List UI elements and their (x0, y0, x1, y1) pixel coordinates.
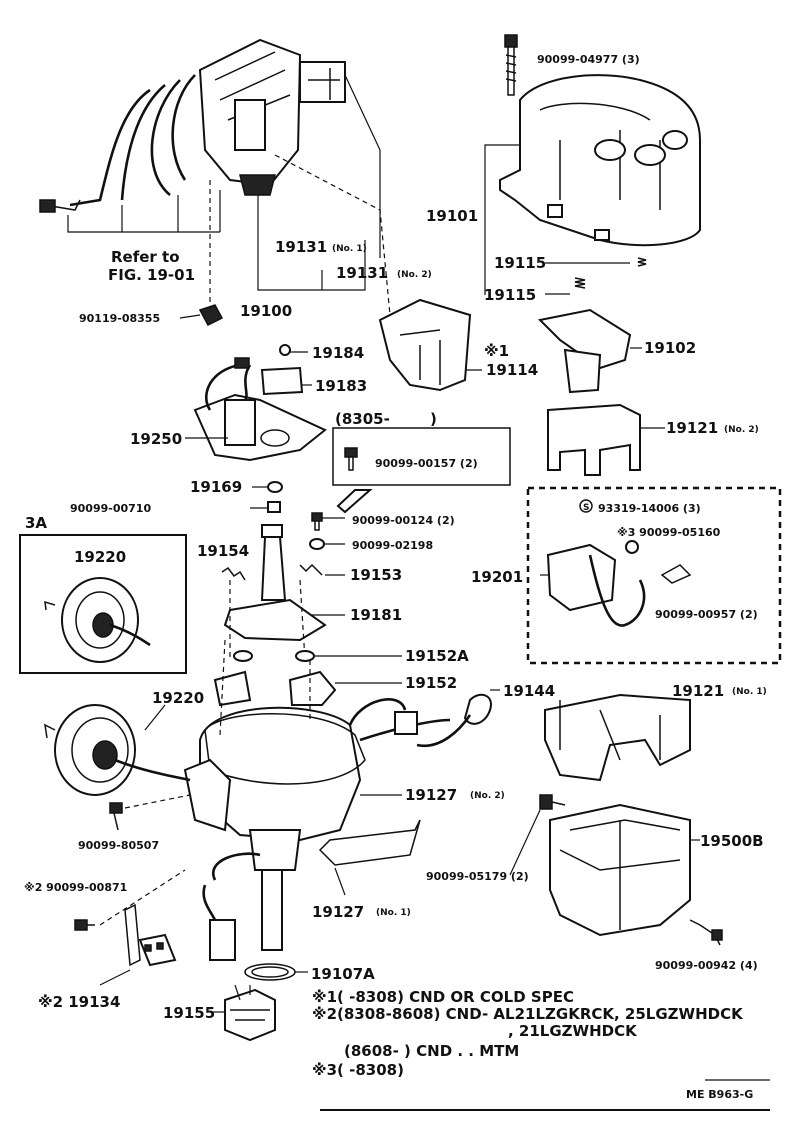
note-19131-no2: (No. 2) (397, 270, 432, 280)
plug-part-drawing (179, 304, 224, 326)
coupling-drawing (209, 919, 308, 1042)
label-19169: 19169 (190, 478, 242, 496)
vacuum-advance-inset-drawing (44, 577, 151, 663)
label-19220-inset: 19220 (74, 548, 126, 566)
bracket-box (332, 427, 511, 486)
governor-shaft-drawing (221, 524, 345, 661)
label-19201: 19201 (471, 568, 523, 586)
label-93319-14006: 93319-14006 (3) (598, 502, 701, 515)
screw-90099-00157-drawing (344, 447, 358, 471)
label-19144: 19144 (503, 682, 555, 700)
label-19101: 19101 (426, 207, 478, 225)
connector-19134-drawing (74, 869, 186, 986)
label-19115-b: 19115 (484, 286, 536, 304)
igniter-19201-drawing: S (540, 499, 692, 627)
label-19121-no1: 19121 (672, 682, 724, 700)
label-19127-no2: 19127 (405, 786, 457, 804)
rotor-drawing (537, 308, 642, 394)
label-bracket-8305: (8305- (335, 410, 390, 428)
parts-19169-00710-drawing (250, 481, 283, 513)
note-line-4: ※3( -8308) (312, 1061, 404, 1079)
vacuum-advance-drawing (44, 704, 191, 796)
label-90099-00871: ※2 90099-00871 (24, 881, 127, 894)
label-19134: ※2 19134 (38, 993, 120, 1011)
pickup-19250-drawing (185, 357, 327, 462)
housing-drawing (183, 639, 500, 951)
label-19115-a: 19115 (494, 254, 546, 272)
label-90099-00942: 90099-00942 (4) (655, 959, 758, 972)
label-19131-no1: 19131 (275, 238, 327, 256)
dashed-box-19201 (526, 486, 782, 665)
footer-code: ME B963-G (686, 1088, 753, 1101)
small-screws-drawing (309, 512, 345, 550)
label-90099-00710: 90099-00710 (70, 502, 151, 515)
note-line-3: (8608- ) CND . . MTM (344, 1042, 519, 1060)
label-19184: 19184 (312, 344, 364, 362)
label-90099-00157: 90099-00157 (2) (375, 457, 478, 470)
label-19152a: 19152A (405, 647, 469, 665)
label-90099-00957: 90099-00957 (2) (655, 608, 758, 621)
label-90099-80507: 90099-80507 (78, 839, 159, 852)
label-fig-ref: FIG. 19-01 (108, 266, 195, 284)
label-19100: 19100 (240, 302, 292, 320)
label-19250: 19250 (130, 430, 182, 448)
note-19127-no1: (No. 1) (376, 908, 411, 918)
parts-19183-19184-drawing (260, 344, 312, 396)
label-19131-no2: 19131 (336, 264, 388, 282)
cover-no2-drawing (547, 403, 665, 476)
label-19114-mark: ※1 (484, 342, 509, 360)
label-19220: 19220 (152, 689, 204, 707)
note-line-1: ※1( -8308) CND OR COLD SPEC (312, 988, 574, 1006)
note-19131-no1: (No. 1) (332, 244, 367, 254)
cover-no1-drawing (544, 693, 691, 782)
label-19152: 19152 (405, 674, 457, 692)
label-refer-to: Refer to (111, 248, 180, 266)
label-19154: 19154 (197, 542, 249, 560)
label-19127-no1: 19127 (312, 903, 364, 921)
distributor-assembly-drawing (39, 38, 391, 316)
label-3a: 3A (25, 514, 47, 532)
label-90099-00124: 90099-00124 (2) (352, 514, 455, 527)
note-line-2b: , 21LGZWHDCK (508, 1022, 638, 1040)
part-19500b-drawing (509, 794, 723, 946)
label-90099-05160: ※3 90099-05160 (617, 526, 721, 539)
svg-text:S: S (583, 503, 589, 513)
label-bracket-close: ) (430, 410, 437, 428)
part-19114-drawing (378, 298, 482, 392)
arrow-drawing (336, 489, 373, 514)
screw-90099-80507-drawing (109, 794, 191, 831)
bracket-19127-no1-drawing (202, 819, 421, 921)
label-19102: 19102 (644, 339, 696, 357)
label-19181: 19181 (350, 606, 402, 624)
note-line-2: ※2(8308-8608) CND- AL21LZGKRCK, 25LGZWHD… (312, 1005, 744, 1023)
label-19500b: 19500B (700, 832, 764, 850)
note-19121-no1: (No. 1) (732, 687, 767, 697)
note-19127-no2: (No. 2) (470, 791, 505, 801)
label-19183: 19183 (315, 377, 367, 395)
label-90119-08355: 90119-08355 (79, 312, 160, 325)
label-19114: 19114 (486, 361, 538, 379)
weights-drawing (213, 650, 402, 707)
distributor-cap-drawing (484, 34, 701, 295)
label-90099-05179: 90099-05179 (2) (426, 870, 529, 883)
label-19121-no2: 19121 (666, 419, 718, 437)
inset-3a-box (19, 534, 187, 674)
label-19153: 19153 (350, 566, 402, 584)
label-19107a: 19107A (311, 965, 375, 983)
label-90099-04977: 90099-04977 (3) (537, 53, 640, 66)
note-19121-no2: (No. 2) (724, 425, 759, 435)
label-90099-02198: 90099-02198 (352, 539, 433, 552)
label-19155: 19155 (163, 1004, 215, 1022)
